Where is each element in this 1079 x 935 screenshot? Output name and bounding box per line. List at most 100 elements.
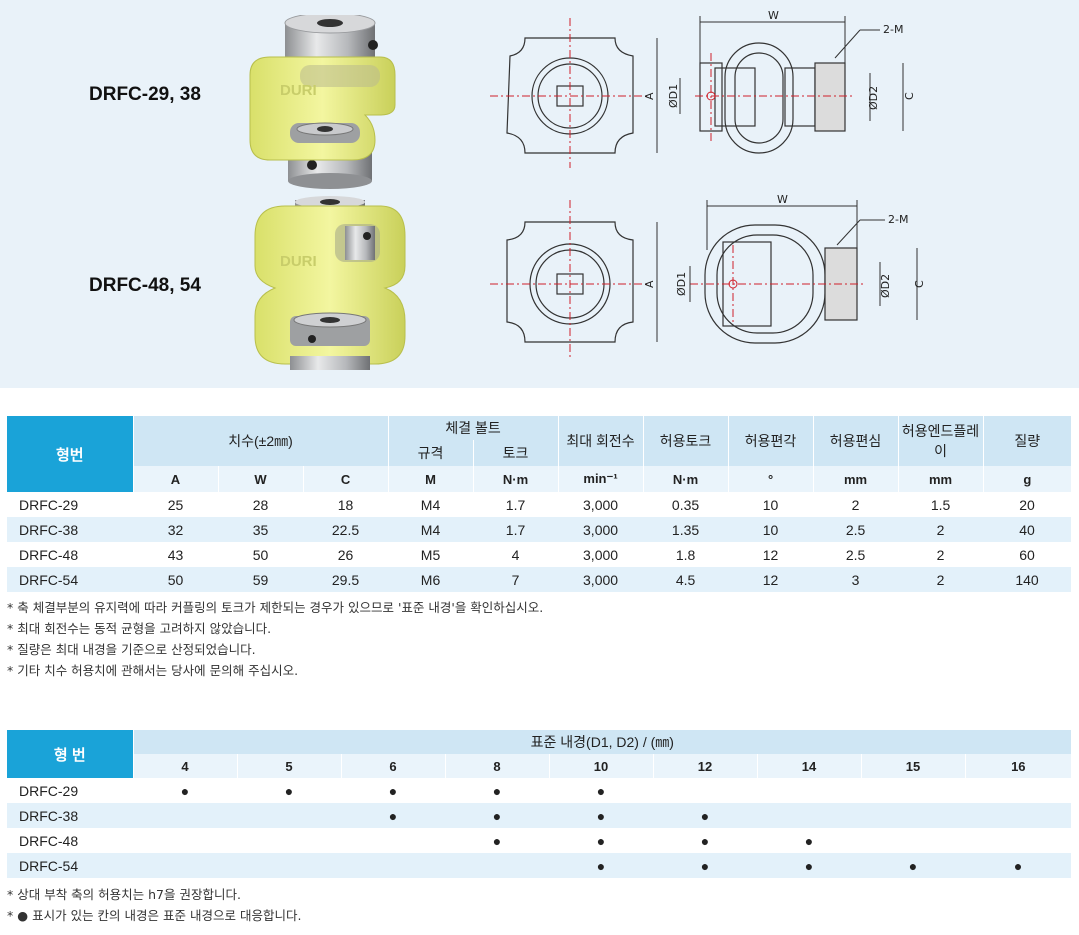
unit-rpm: min⁻¹ xyxy=(557,466,644,492)
bore-dot: ● xyxy=(388,807,398,824)
value-cell: 140 xyxy=(1015,571,1039,588)
value-cell: 18 xyxy=(337,496,354,513)
unit-bolt-torque: N·m xyxy=(472,466,559,492)
value-cell: 12 xyxy=(762,571,779,588)
bore-dot: ● xyxy=(596,807,606,824)
duri-logo: DURI xyxy=(280,82,317,99)
bore-size-header: 12 xyxy=(652,754,757,778)
bore-empty xyxy=(861,828,965,853)
bore-size-header: 14 xyxy=(756,754,861,778)
bore-dot: ● xyxy=(492,832,502,849)
bore-empty xyxy=(757,778,861,803)
table-row: DRFC-54●●●●● xyxy=(7,853,1072,878)
value-cell: 4.5 xyxy=(675,571,696,588)
bore-size-header: 16 xyxy=(964,754,1072,778)
bore-empty xyxy=(445,853,549,878)
value-cell: 2.5 xyxy=(845,521,866,538)
header-model: 형번 xyxy=(7,416,133,492)
dim-d2: ØD2 xyxy=(867,86,880,110)
bore-dot: ● xyxy=(700,857,710,874)
dim-d1-2: ØD1 xyxy=(675,272,688,296)
bore-dot: ● xyxy=(180,782,190,799)
bore-dot: ● xyxy=(596,782,606,799)
value-cell: 10 xyxy=(762,521,779,538)
header-endplay: 허용엔드플레이 xyxy=(897,416,984,466)
bore-dot: ● xyxy=(596,857,606,874)
bore-size-header: 4 xyxy=(132,754,237,778)
header-dims: 치수(±2㎜) xyxy=(132,416,389,466)
drawing-small: W 2-M A ØD1 ØD2 C xyxy=(490,9,916,168)
value-cell: 2.5 xyxy=(845,546,866,563)
bore-dot: ● xyxy=(492,807,502,824)
value-cell: 40 xyxy=(1019,521,1035,538)
value-cell: 2 xyxy=(851,496,860,513)
unit-torque: N·m xyxy=(642,466,729,492)
bore-dot: ● xyxy=(596,832,606,849)
value-cell: 3,000 xyxy=(583,496,619,513)
value-cell: 2 xyxy=(936,571,945,588)
bore-size-header: 8 xyxy=(444,754,549,778)
value-cell: 29.5 xyxy=(331,571,360,588)
model-cell: DRFC-29 xyxy=(19,496,79,513)
unit-mass: g xyxy=(982,466,1072,492)
bore-empty xyxy=(237,853,341,878)
model-cell: DRFC-29 xyxy=(19,782,79,799)
dim-2m: 2-M xyxy=(883,23,903,36)
bore-empty xyxy=(965,803,1071,828)
value-cell: 1.7 xyxy=(505,521,526,538)
duri-logo-2: DURI xyxy=(280,253,317,270)
header-torque: 허용토크 xyxy=(642,416,729,466)
bore-dot: ● xyxy=(388,782,398,799)
bore-empty xyxy=(237,803,341,828)
note-line: * 축 체결부분의 유지력에 따라 커플링의 토크가 제한되는 경우가 있으므로… xyxy=(7,600,544,615)
value-cell: 60 xyxy=(1019,546,1035,563)
bore-notes: * 상대 부착 축의 허용치는 h7을 권장합니다. * ● 표시가 있는 칸의… xyxy=(7,884,301,926)
note-line: * 기타 치수 허용치에 관해서는 당사에 문의해 주십시오. xyxy=(7,663,299,678)
unit-a: A xyxy=(132,466,218,492)
dim-c: C xyxy=(903,92,916,100)
value-cell: 3,000 xyxy=(583,521,619,538)
table-row: DRFC-38●●●● xyxy=(7,803,1072,828)
header-offset: 허용편심 xyxy=(812,416,899,466)
value-cell: 43 xyxy=(167,546,184,563)
model-cell: DRFC-54 xyxy=(19,571,79,588)
value-cell: 1.5 xyxy=(930,496,951,513)
value-cell: 50 xyxy=(167,571,184,588)
bore-empty xyxy=(133,803,237,828)
unit-m: M xyxy=(387,466,474,492)
value-cell: 10 xyxy=(762,496,779,513)
bore-empty xyxy=(237,828,341,853)
model-cell: DRFC-38 xyxy=(19,521,79,538)
value-cell: M4 xyxy=(420,521,441,538)
dim-d2-2: ØD2 xyxy=(879,274,892,298)
value-cell: 25 xyxy=(167,496,184,513)
value-cell: 32 xyxy=(167,521,184,538)
value-cell: 2 xyxy=(936,521,945,538)
header-bolt: 체결 볼트 xyxy=(387,416,559,440)
bore-empty xyxy=(861,803,965,828)
model-cell: DRFC-38 xyxy=(19,807,79,824)
coupling-photo-small: DURI xyxy=(249,15,396,189)
unit-endplay: mm xyxy=(897,466,984,492)
bore-empty xyxy=(757,803,861,828)
note-line: * 최대 회전수는 동적 균형을 고려하지 않았습니다. xyxy=(7,621,272,636)
bore-header-model: 형 번 xyxy=(7,730,133,778)
header-mass: 질량 xyxy=(982,416,1072,466)
model-cell: DRFC-48 xyxy=(19,832,79,849)
value-cell: 1.35 xyxy=(671,521,700,538)
value-cell: 59 xyxy=(252,571,269,588)
note-line: * 질량은 최대 내경을 기준으로 산정되었습니다. xyxy=(7,642,256,657)
coupling-photo-large: DURI xyxy=(254,196,406,370)
dim-a-2: A xyxy=(643,280,656,288)
value-cell: 26 xyxy=(337,546,354,563)
value-cell: 3 xyxy=(851,571,860,588)
bore-dot: ● xyxy=(804,832,814,849)
bore-dot: ● xyxy=(700,832,710,849)
value-cell: 12 xyxy=(762,546,779,563)
value-cell: 2 xyxy=(936,546,945,563)
bore-size-header: 10 xyxy=(548,754,653,778)
dim-2m-2: 2-M xyxy=(888,213,908,226)
